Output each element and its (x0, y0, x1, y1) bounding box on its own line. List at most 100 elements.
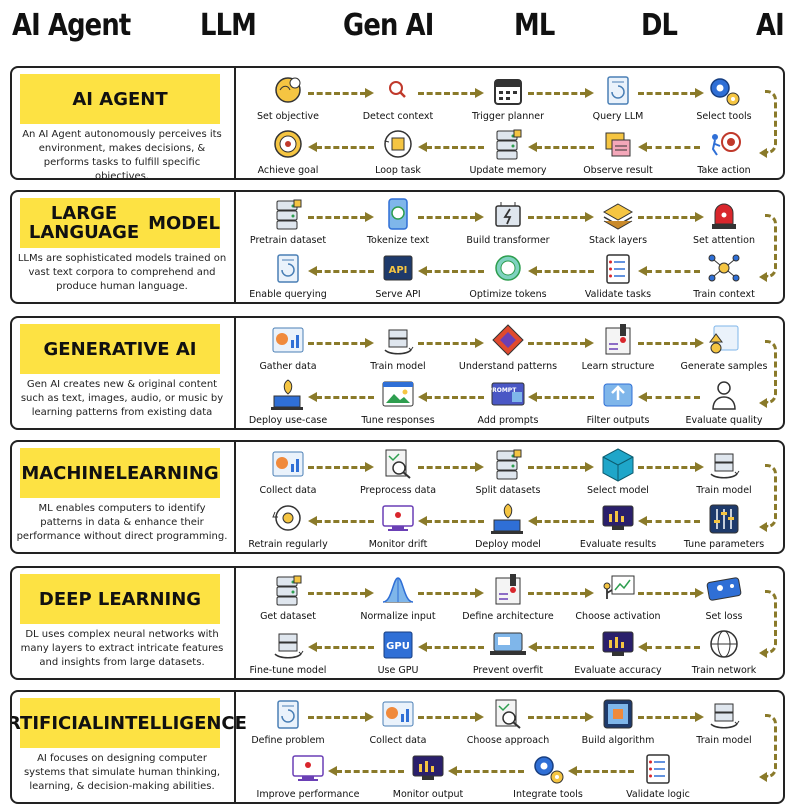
arrow-right-icon (638, 712, 704, 722)
arrow-right-icon (418, 462, 484, 472)
monitor-chart-icon (598, 500, 638, 536)
flow-step-label: Set attention (693, 235, 755, 246)
rocket-laptop-icon (268, 376, 308, 412)
flow-step: Collect data (346, 696, 450, 746)
monitor-chart-icon (598, 626, 638, 662)
flow-step-label: Optimize tokens (469, 289, 547, 300)
flow-step-label: Observe result (583, 165, 653, 176)
flow-step: Integrate tools (496, 750, 600, 800)
flow-step: Normalize input (346, 572, 450, 622)
transformer-icon (488, 196, 528, 232)
arrow-left-icon (568, 766, 634, 776)
flow-step-label: Build algorithm (581, 735, 655, 746)
flow-step-label: Get dataset (260, 611, 316, 622)
flow-step: Choose approach (456, 696, 560, 746)
section-title: GENERATIVE AI (20, 324, 220, 374)
sliders-icon (704, 500, 744, 536)
arrow-right-icon (528, 212, 594, 222)
flow-step-label: Evaluate accuracy (574, 665, 662, 676)
arrow-uturn-icon (759, 214, 777, 282)
target-icon (268, 126, 308, 162)
section-description: Gen AI creates new & original content su… (20, 379, 224, 418)
flow-step: Evaluate quality (672, 376, 776, 426)
flow-step-label: Evaluate results (579, 539, 657, 550)
flow-step-label: Enable querying (249, 289, 327, 300)
flow-step-label: Deploy model (475, 539, 541, 550)
flow-step-label: Validate tasks (584, 289, 652, 300)
flow-step: Tokenize text (346, 196, 450, 246)
arrow-left-icon (418, 266, 484, 276)
flow-step-label: Monitor output (392, 789, 464, 800)
document-icon (268, 250, 308, 286)
flow-step: Loop task (346, 126, 450, 176)
flow-step-label: Split datasets (475, 485, 541, 496)
arrow-left-icon (308, 142, 374, 152)
svg-text:PROMPT: PROMPT (488, 387, 517, 394)
magnifier-doc-icon (488, 696, 528, 732)
section-title-line: ARTIFICIAL (12, 712, 104, 734)
section-title-line: MODEL (148, 212, 220, 234)
flow-step: Define problem (236, 696, 340, 746)
flow-step: Evaluate results (566, 500, 670, 550)
section-title-line: INTELLIGENCE (103, 712, 247, 734)
flow-step: Select tools (672, 72, 776, 122)
section-title-line: LEARNING (115, 462, 219, 484)
cube-icon (598, 446, 638, 482)
arrow-uturn-icon (759, 340, 777, 408)
flow-step: Monitor drift (346, 500, 450, 550)
header-ml: ML (514, 8, 555, 43)
header-bar: AI Agent LLM Gen AI ML DL AI (0, 0, 796, 60)
flow-step-label: Train network (691, 665, 757, 676)
user-icon (704, 376, 744, 412)
monitor-icon (288, 750, 328, 786)
section-divider (234, 692, 236, 802)
arrow-right-icon (308, 338, 374, 348)
flow-step-label: Normalize input (360, 611, 436, 622)
layers-icon (598, 196, 638, 232)
header-dl: DL (641, 8, 678, 43)
flow-step: Generate samples (672, 322, 776, 372)
flow-step: Observe result (566, 126, 670, 176)
section-divider (234, 318, 236, 428)
flow-step: Learn structure (566, 322, 670, 372)
globe-icon (704, 626, 744, 662)
flow-step-label: Query LLM (592, 111, 644, 122)
arrow-left-icon (418, 392, 484, 402)
upload-icon (598, 376, 638, 412)
flow-step: Tune responses (346, 376, 450, 426)
flow-step: Detect context (346, 72, 450, 122)
flow-step-label: Train model (696, 485, 752, 496)
gpu-icon: GPU (378, 626, 418, 662)
section-title-line: GENERATIVE AI (43, 338, 197, 360)
arrow-right-icon (308, 712, 374, 722)
flow-step-label: Train model (696, 735, 752, 746)
flow-step: Deploy model (456, 500, 560, 550)
arrow-right-icon (418, 88, 484, 98)
arrow-right-icon (528, 338, 594, 348)
flow-step: Train network (672, 626, 776, 676)
document-icon (268, 696, 308, 732)
svg-text:GPU: GPU (386, 641, 410, 652)
section-info: ARTIFICIALINTELLIGENCEAI focuses on desi… (12, 692, 247, 802)
flow-step: Build algorithm (566, 696, 670, 746)
rocket-laptop-icon (488, 500, 528, 536)
pattern-icon (488, 322, 528, 358)
magnifier-icon (378, 72, 418, 108)
flow-step-label: Generate samples (680, 361, 768, 372)
flow-step: Filter outputs (566, 376, 670, 426)
server-cycle-icon (268, 626, 308, 662)
flow-step-label: Choose activation (575, 611, 661, 622)
flow-step-label: Choose approach (466, 735, 550, 746)
arrow-right-icon (528, 462, 594, 472)
flow-step-label: Select model (587, 485, 649, 496)
bell-curve-icon (378, 572, 418, 608)
image-window-icon (378, 376, 418, 412)
arrow-left-icon (638, 266, 700, 276)
flow-step-label: Collect data (259, 485, 317, 496)
